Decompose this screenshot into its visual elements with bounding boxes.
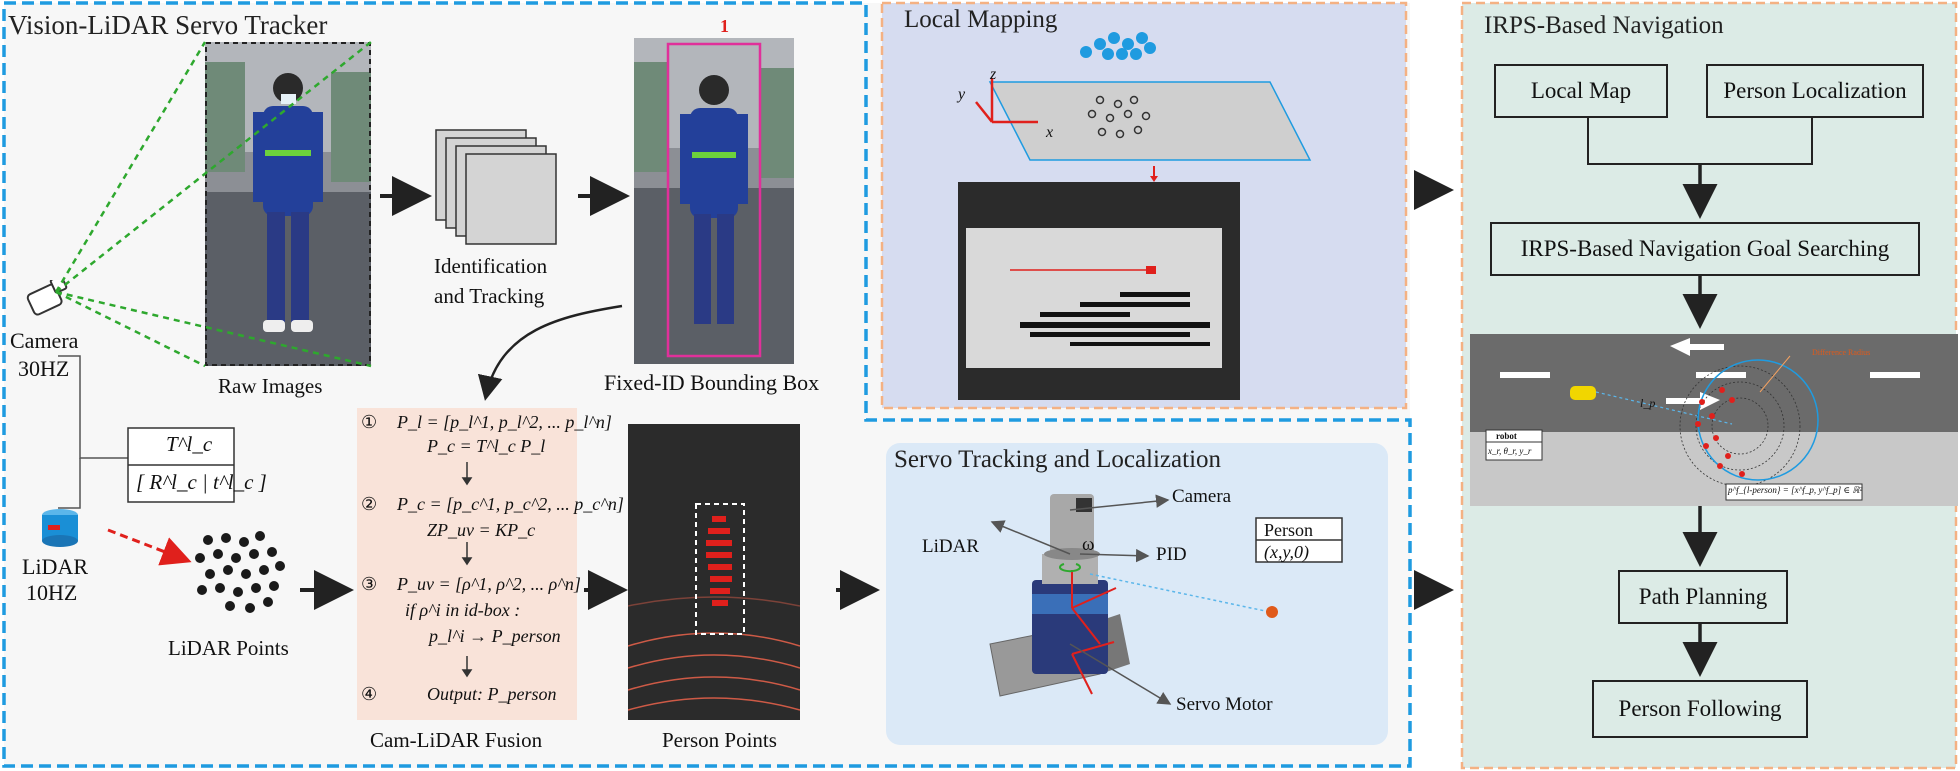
- axis-x: x: [1046, 124, 1054, 141]
- fusion-down-arrows: [461, 462, 473, 678]
- bbox-id: 1: [720, 16, 729, 36]
- person-following-box: Person Following: [1592, 680, 1808, 738]
- bbox-image: [634, 38, 794, 364]
- servo-title: Servo Tracking and Localization: [894, 446, 1222, 473]
- bbox-label: Fixed-ID Bounding Box: [604, 370, 820, 395]
- step-3-num: ③: [361, 574, 378, 594]
- lidar-icon: [42, 509, 78, 547]
- nav-title: IRPS-Based Navigation: [1484, 12, 1724, 39]
- tracker-title: Vision-LiDAR Servo Tracker: [8, 10, 328, 40]
- robot-label: robot: [1496, 431, 1517, 441]
- mapping-plane: [958, 32, 1312, 400]
- person-box-coord: (x,y,0): [1264, 542, 1309, 562]
- extrinsic-top: T^l_c: [166, 432, 213, 456]
- path-planning-box: Path Planning: [1618, 570, 1788, 624]
- diff-radius-note: Difference Radius: [1812, 348, 1871, 357]
- image-stack: [435, 129, 557, 245]
- servo-motor-label: Servo Motor: [1176, 694, 1273, 715]
- nav-connectors: [1587, 116, 1813, 677]
- step-3-line3: p_l^i → P_person: [429, 626, 561, 646]
- step-2-line1: P_c = [p_c^1, p_c^2, ... p_c^n]: [397, 494, 624, 514]
- step-2-num: ②: [361, 494, 378, 514]
- lidar-rate: 10HZ: [26, 580, 78, 605]
- servo-lidar-label: LiDAR: [922, 536, 979, 557]
- mapping-title: Local Mapping: [904, 6, 1058, 33]
- axis-z: z: [990, 66, 997, 83]
- servo-omega: ω: [1082, 534, 1095, 555]
- robot-state: x_r, θ_r, y_r: [1488, 446, 1532, 456]
- person-eq: p^f_{l-person} = [x^f_p, y^f_p] ∈ ℝ²: [1728, 485, 1863, 495]
- camera-label: Camera: [10, 328, 79, 353]
- step-1-line1: P_l = [p_l^1, p_l^2, ... p_l^n]: [397, 412, 612, 432]
- servo-callouts: [990, 494, 1343, 705]
- step-1-line2: P_c = T^l_c P_l: [427, 436, 546, 456]
- servo-pid-label: PID: [1156, 544, 1187, 565]
- local-map-box: Local Map: [1494, 64, 1668, 118]
- step-3-line1: P_uv = [ρ^1, ρ^2, ... ρ^n]: [397, 574, 581, 594]
- person-points-view: [628, 424, 800, 720]
- id-tracking-label-1: Identification: [434, 254, 548, 278]
- servo-device: [989, 494, 1130, 697]
- servo-camera-label: Camera: [1172, 486, 1232, 507]
- raw-images-label: Raw Images: [218, 374, 323, 398]
- extrinsic-connector: [58, 355, 235, 509]
- step-4-line1: Output: P_person: [427, 684, 557, 704]
- nav-scenario: [1470, 334, 1958, 506]
- person-box-title: Person: [1264, 520, 1313, 540]
- goal-search-box: IRPS-Based Navigation Goal Searching: [1490, 222, 1920, 276]
- l-p-label: l_p: [1640, 396, 1656, 410]
- person-points-label: Person Points: [662, 728, 777, 752]
- person-localization-box: Person Localization: [1706, 64, 1924, 118]
- lidar-label: LiDAR: [22, 554, 88, 579]
- step-4-num: ④: [361, 684, 378, 704]
- step-3-line2: if ρ^i in id-box :: [405, 600, 521, 620]
- fusion-steps: ① P_l = [p_l^1, p_l^2, ... p_l^n] P_c = …: [357, 412, 624, 712]
- id-tracking-label-2: and Tracking: [434, 284, 545, 308]
- step-1-num: ①: [361, 412, 378, 432]
- step-2-line2: ZP_uv = KP_c: [427, 520, 536, 540]
- camera-rate: 30HZ: [18, 356, 70, 381]
- axis-y: y: [958, 86, 966, 103]
- flow-arrows: [107, 170, 1454, 610]
- fusion-label: Cam-LiDAR Fusion: [370, 728, 543, 752]
- lidar-points-label: LiDAR Points: [168, 636, 289, 660]
- camera-fov-lines: [54, 41, 372, 368]
- extrinsic-bottom: [ R^l_c | t^l_c ]: [136, 470, 267, 494]
- raw-image: [205, 42, 371, 366]
- lidar-point-cloud: [195, 531, 285, 613]
